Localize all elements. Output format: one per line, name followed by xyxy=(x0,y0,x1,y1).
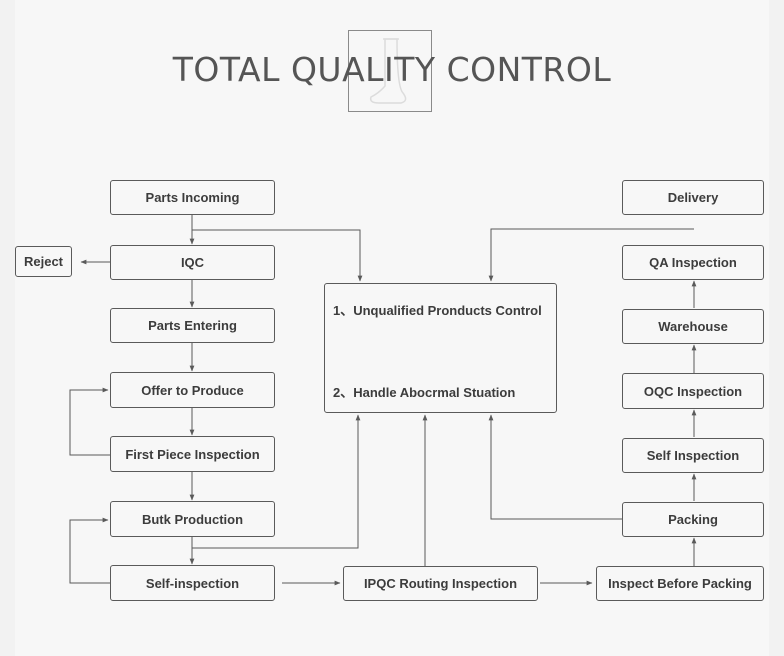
delivery-box: Delivery xyxy=(622,180,764,215)
qa-inspection-box: QA Inspection xyxy=(622,245,764,280)
reject-box: Reject xyxy=(15,246,72,277)
oqc-inspection-box: OQC Inspection xyxy=(622,373,764,409)
inspect-before-packing-box: Inspect Before Packing xyxy=(596,566,764,601)
arrow-bulk-to-center xyxy=(192,414,361,549)
control-box: 1、Unqualified Pronducts Control 2、Handle… xyxy=(324,283,557,413)
first-piece-inspection-box: First Piece Inspection xyxy=(110,436,275,472)
parts-incoming-box: Parts Incoming xyxy=(110,180,275,215)
loop-self-to-bulk xyxy=(69,517,110,584)
control-line-2: 2、Handle Abocrmal Stuation xyxy=(333,385,516,400)
self-inspection-box: Self-inspection xyxy=(110,565,275,601)
arrow-packing-to-center xyxy=(488,414,622,520)
offer-to-produce-box: Offer to Produce xyxy=(110,372,275,408)
arrow-delivery-to-center xyxy=(488,228,694,282)
control-line-1: 1、Unqualified Pronducts Control xyxy=(333,303,542,318)
boot-logo-icon xyxy=(369,38,407,104)
loop-firstpiece-to-offer xyxy=(69,387,110,456)
self-inspection-right-box: Self Inspection xyxy=(622,438,764,473)
parts-entering-box: Parts Entering xyxy=(110,308,275,343)
warehouse-box: Warehouse xyxy=(622,309,764,344)
bulk-production-box: Butk Production xyxy=(110,501,275,537)
logo-frame xyxy=(348,30,432,112)
packing-box: Packing xyxy=(622,502,764,537)
page-title: TOTAL QUALITY CONTROL xyxy=(172,50,612,89)
iqc-box: IQC xyxy=(110,245,275,280)
ipqc-routing-inspection-box: IPQC Routing Inspection xyxy=(343,566,538,601)
arrow-incoming-to-center xyxy=(192,229,363,282)
